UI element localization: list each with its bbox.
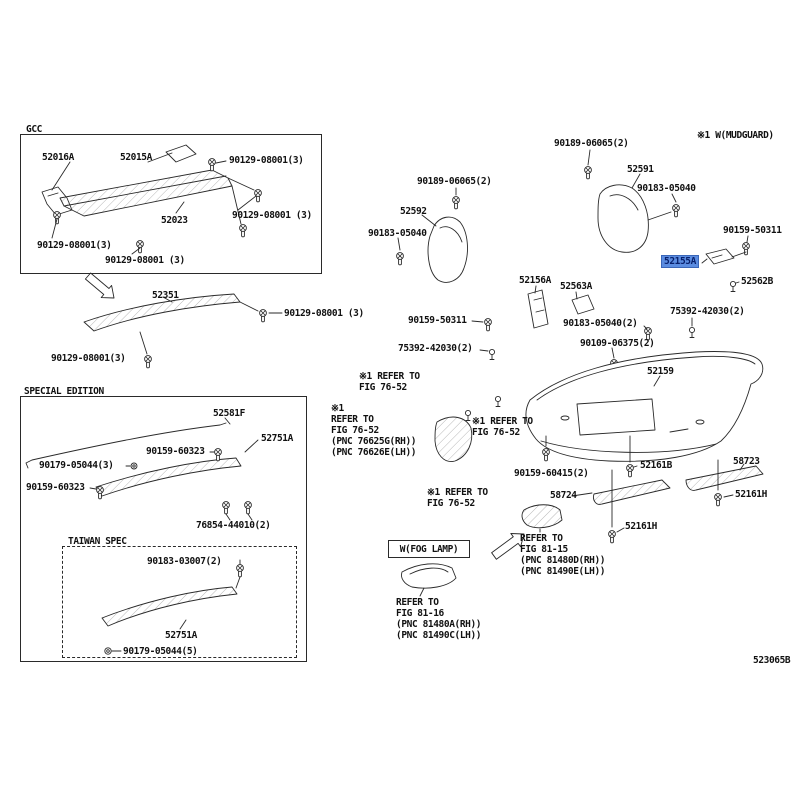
part-number-90129-08001-e[interactable]: 90129-08001 (3)	[284, 308, 364, 319]
gcc-section-box	[20, 134, 322, 274]
brackets-drawing	[471, 285, 696, 373]
part-number-90179-05044-3[interactable]: 90179-05044(3)	[39, 460, 114, 471]
part-number-52751A-b[interactable]: 52751A	[165, 630, 197, 641]
bumper-cover-drawing	[525, 351, 764, 462]
part-number-52023[interactable]: 52023	[161, 215, 188, 226]
fog-bezels-drawing	[401, 504, 563, 597]
fog-lamp-section-box: W(FOG LAMP)	[388, 540, 470, 558]
lower-pieces-drawing	[542, 435, 764, 544]
refer-note-fig76-52-pnc: ※1 REFER TO FIG 76-52 (PNC 76625G(RH)) (…	[331, 403, 417, 458]
part-number-52351[interactable]: 52351	[152, 290, 179, 301]
mudguard-52591-drawing	[584, 149, 680, 253]
part-number-52155A-highlighted[interactable]: 52155A	[661, 255, 699, 268]
special-edition-drawing	[25, 417, 259, 521]
refer-note-fig76-52-b: ※1 REFER TO FIG 76-52	[472, 416, 533, 438]
taiwan-spec-drawing	[101, 559, 244, 655]
part-number-90129-08001-b[interactable]: 90129-08001 (3)	[232, 210, 312, 221]
part-number-90109-06375[interactable]: 90109-06375(2)	[580, 338, 655, 349]
part-number-90159-50311-a[interactable]: 90159-50311	[723, 225, 782, 236]
part-number-90189-06065-b[interactable]: 90189-06065(2)	[417, 176, 492, 187]
part-number-52581F[interactable]: 52581F	[213, 408, 245, 419]
figure-code: 523065B	[753, 655, 791, 666]
part-number-52591[interactable]: 52591	[627, 164, 654, 175]
part-number-52592[interactable]: 52592	[400, 206, 427, 217]
part-number-90159-60323-a[interactable]: 90159-60323	[146, 446, 205, 457]
part-number-52562B[interactable]: 52562B	[741, 276, 773, 287]
part-number-75392-42030-a[interactable]: 75392-42030(2)	[670, 306, 745, 317]
direction-arrow-icon	[491, 533, 525, 560]
pads-drawing	[434, 395, 502, 462]
part-number-90159-50311-b[interactable]: 90159-50311	[408, 315, 467, 326]
part-number-90183-05040-b[interactable]: 90183-05040	[368, 228, 427, 239]
part-number-90129-08001-f[interactable]: 90129-08001(3)	[51, 353, 126, 364]
part-number-90159-60415[interactable]: 90159-60415(2)	[514, 468, 589, 479]
refer-note-fig76-52-a: ※1 REFER TO FIG 76-52	[359, 371, 420, 393]
part-number-90183-05040-2[interactable]: 90183-05040(2)	[563, 318, 638, 329]
part-number-90129-08001-c[interactable]: 90129-08001(3)	[37, 240, 112, 251]
part-number-52161H-b[interactable]: 52161H	[625, 521, 657, 532]
part-number-52016A[interactable]: 52016A	[42, 152, 74, 163]
part-number-52156A[interactable]: 52156A	[519, 275, 551, 286]
part-number-52563A[interactable]: 52563A	[560, 281, 592, 292]
bar-52351-drawing	[83, 272, 283, 369]
part-number-90183-03007[interactable]: 90183-03007(2)	[147, 556, 222, 567]
mudguard-note: ※1 W(MUDGUARD)	[697, 130, 774, 141]
part-number-76854-44010[interactable]: 76854-44010(2)	[196, 520, 271, 531]
direction-arrow-icon	[84, 272, 115, 299]
fog-lamp-section-title: W(FOG LAMP)	[399, 543, 459, 555]
part-number-90179-05044-5[interactable]: 90179-05044(5)	[123, 646, 198, 657]
part-number-52161B[interactable]: 52161B	[640, 460, 672, 471]
taiwan-spec-section-title: TAIWAN SPEC	[68, 536, 127, 547]
taiwan-spec-section-box	[62, 546, 297, 658]
part-number-52015A[interactable]: 52015A	[120, 152, 152, 163]
refer-note-fig76-52-c: ※1 REFER TO FIG 76-52	[427, 487, 488, 509]
part-number-90189-06065-a[interactable]: 90189-06065(2)	[554, 138, 629, 149]
gcc-reinforcement-drawing	[41, 144, 262, 255]
mudguard-52592-drawing	[396, 187, 468, 283]
special-edition-section-title: SPECIAL EDITION	[24, 386, 104, 397]
gcc-section-title: GCC	[26, 124, 42, 135]
part-number-52751A-a[interactable]: 52751A	[261, 433, 293, 444]
refer-note-fig81-16: REFER TO FIG 81-16 (PNC 81480A(RH)) (PNC…	[396, 597, 482, 641]
part-number-58723[interactable]: 58723	[733, 456, 760, 467]
part-number-58724[interactable]: 58724	[550, 490, 577, 501]
part-number-52161H-a[interactable]: 52161H	[735, 489, 767, 500]
special-edition-section-box	[20, 396, 307, 662]
part-number-75392-42030-b[interactable]: 75392-42030(2)	[398, 343, 473, 354]
part-number-90159-60323-b[interactable]: 90159-60323	[26, 482, 85, 493]
part-number-90183-05040-a[interactable]: 90183-05040	[637, 183, 696, 194]
part-number-52159[interactable]: 52159	[647, 366, 674, 377]
part-number-90129-08001-d[interactable]: 90129-08001 (3)	[105, 255, 185, 266]
retainer-52155a-drawing	[701, 235, 750, 292]
refer-note-fig81-15: REFER TO FIG 81-15 (PNC 81480D(RH)) (PNC…	[520, 533, 606, 577]
part-number-90129-08001-a[interactable]: 90129-08001(3)	[229, 155, 304, 166]
